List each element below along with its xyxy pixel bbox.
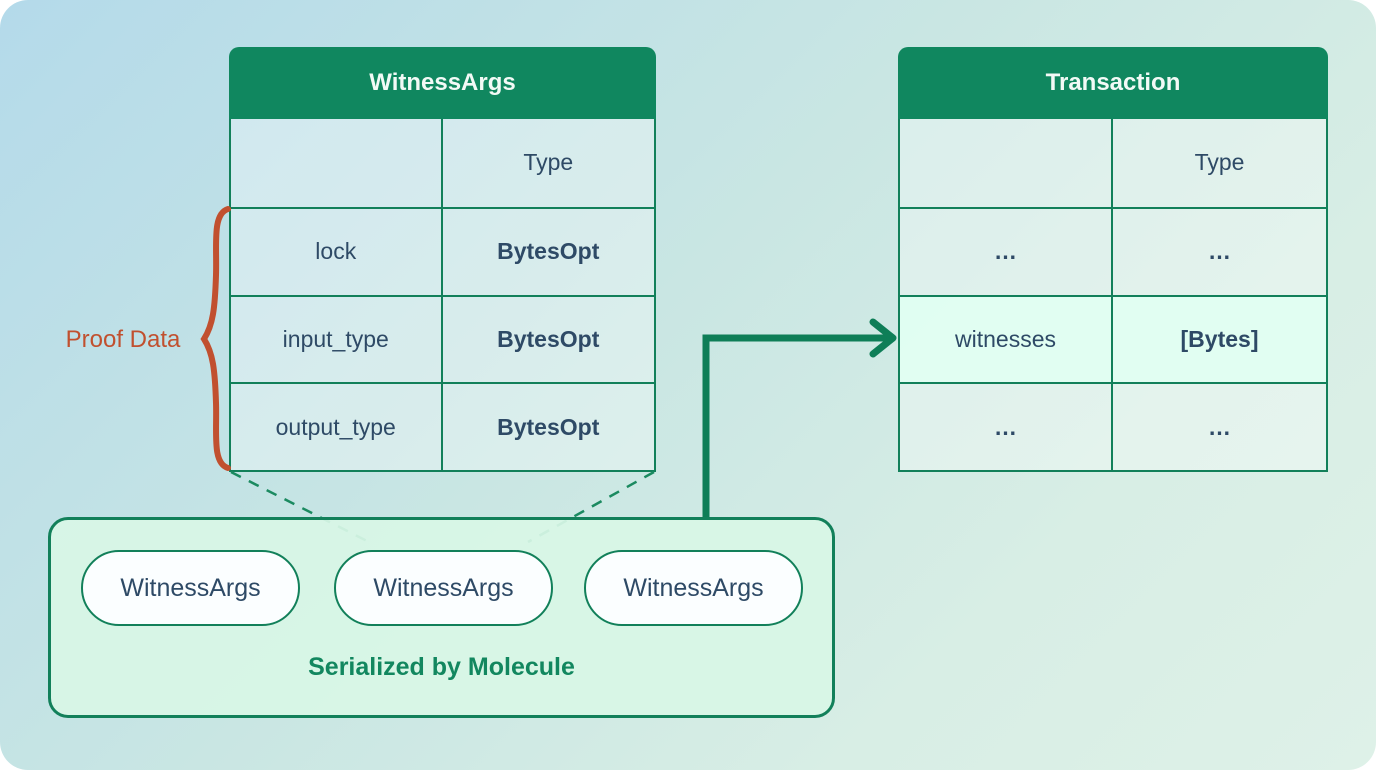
transaction-witnesses-type-cell: [Bytes]	[1113, 294, 1326, 383]
witnessargs-table-body: Type lock BytesOpt input_type BytesOpt o…	[229, 119, 656, 472]
witnessargs-type-cell: BytesOpt	[442, 294, 654, 383]
witnessargs-pill: WitnessArgs	[584, 550, 803, 626]
witnessargs-empty-header-cell	[231, 119, 443, 207]
transaction-type-cell: …	[1113, 382, 1326, 470]
witnessargs-type-cell: BytesOpt	[442, 206, 654, 295]
witnessargs-pill: WitnessArgs	[334, 550, 553, 626]
proof-data-label: Proof Data	[65, 326, 181, 353]
transaction-field-cell: …	[900, 206, 1113, 295]
witnessargs-pill: WitnessArgs	[81, 550, 300, 626]
transaction-table-title: Transaction	[898, 47, 1328, 119]
transaction-field-cell: …	[900, 382, 1113, 470]
witnessargs-table-title: WitnessArgs	[229, 47, 656, 119]
witnessargs-table: WitnessArgs Type lock BytesOpt input_typ…	[229, 47, 656, 472]
witnessargs-field-cell: input_type	[231, 294, 443, 383]
serialized-caption: Serialized by Molecule	[308, 653, 575, 681]
witnessargs-type-column-header: Type	[442, 119, 654, 207]
witnessargs-type-cell: BytesOpt	[442, 382, 654, 470]
witnessargs-field-cell: output_type	[231, 382, 443, 470]
transaction-type-column-header: Type	[1113, 119, 1326, 207]
transaction-table: Transaction Type … … witnesses [Bytes] ……	[898, 47, 1328, 472]
serialized-container: WitnessArgs WitnessArgs WitnessArgs Seri…	[48, 517, 835, 718]
transaction-empty-header-cell	[900, 119, 1113, 207]
witnessargs-field-cell: lock	[231, 206, 443, 295]
witnesses-flow-arrow	[702, 334, 888, 517]
transaction-witnesses-field-cell: witnesses	[900, 294, 1113, 383]
transaction-type-cell: …	[1113, 206, 1326, 295]
witnesses-flow-arrowhead-icon	[869, 318, 897, 358]
transaction-table-body: Type … … witnesses [Bytes] … …	[898, 119, 1328, 472]
proof-data-brace-icon	[200, 206, 231, 471]
